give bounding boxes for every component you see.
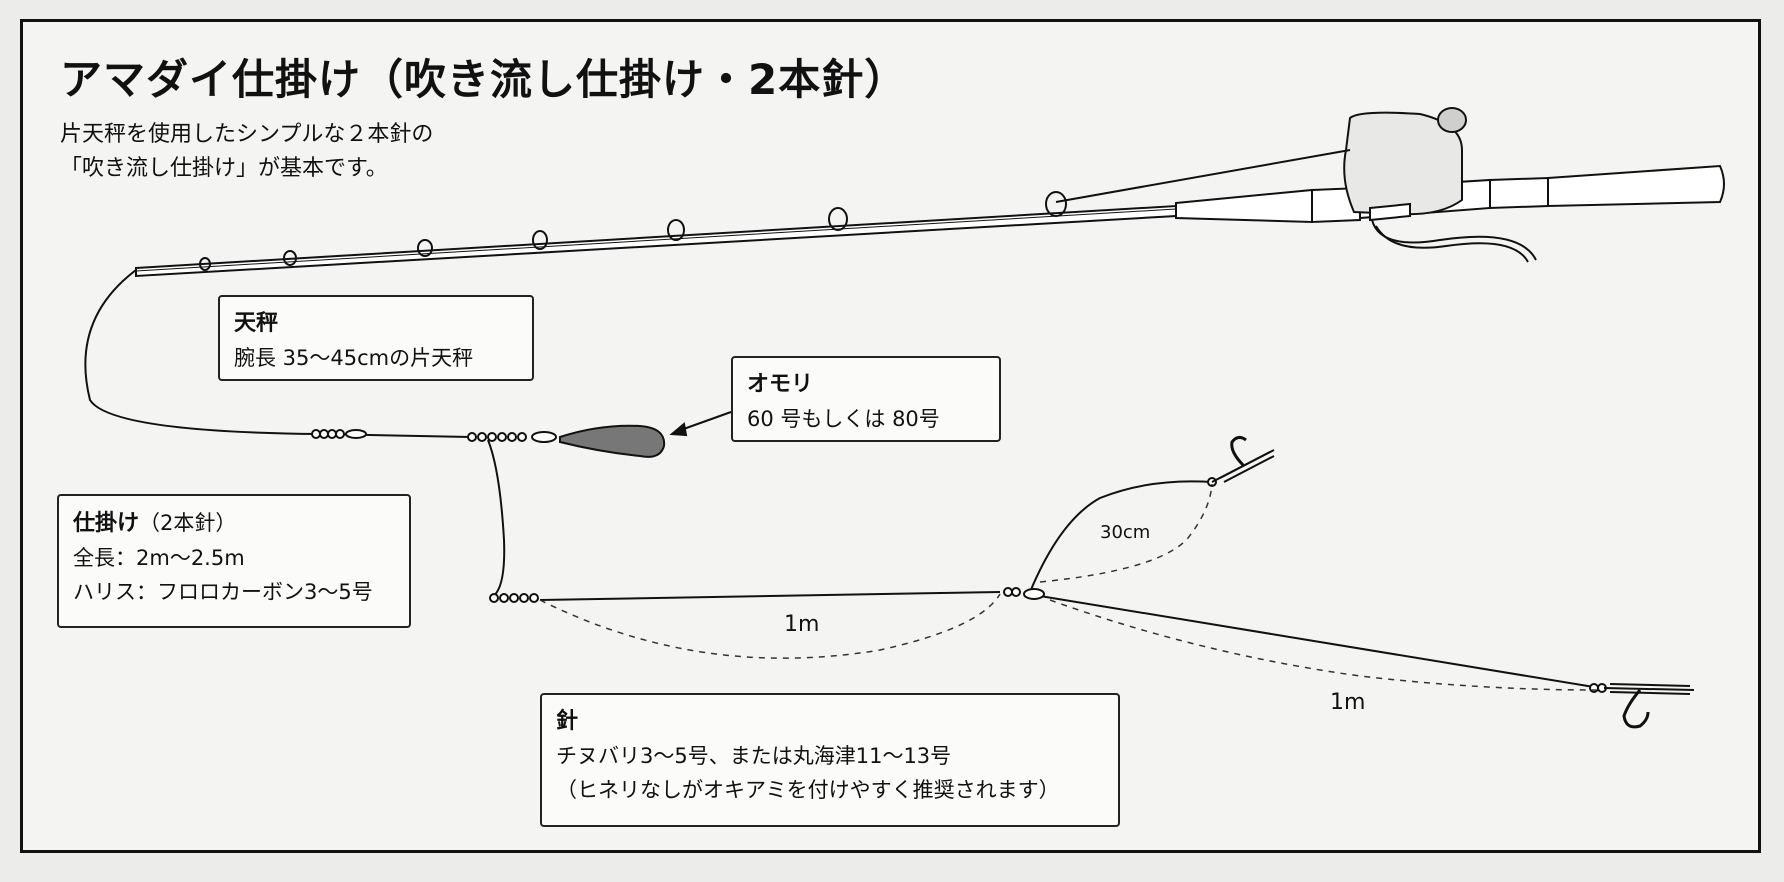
main-length-label: 1m bbox=[784, 612, 820, 637]
tenbin-heading: 天秤 bbox=[234, 311, 279, 336]
omori-arrow bbox=[669, 411, 732, 437]
branch-length-label: 30cm bbox=[1100, 522, 1151, 543]
subtitle-line: 「吹き流し仕掛け」が基本です。 bbox=[60, 156, 388, 181]
hari-label-box: 針 チヌバリ3～5号、または丸海津11～13号 （ヒネリなしがオキアミを付けやす… bbox=[540, 693, 1120, 827]
hari-spec: チヌバリ3～5号、または丸海津11～13号 bbox=[556, 744, 952, 768]
page-title: アマダイ仕掛け（吹き流し仕掛け・2本針） bbox=[60, 55, 908, 104]
swivel bbox=[311, 429, 1607, 693]
tenbin-label-box: 天秤 腕長 35～45cmの片天秤 bbox=[218, 295, 534, 381]
tenbin-spec: 腕長 35～45cmの片天秤 bbox=[234, 346, 474, 370]
subtitle-line: 片天秤を使用したシンプルな２本針の bbox=[60, 122, 434, 147]
shikake-total-length: 全長：2m～2.5m bbox=[73, 546, 245, 570]
shikake-harisu: ハリス：フロロカーボン3～5号 bbox=[73, 580, 373, 604]
omori-label-box: オモリ 60 号もしくは 80号 bbox=[731, 356, 1001, 442]
shikake-heading-sub: （2本針） bbox=[139, 511, 237, 535]
hook-icon bbox=[1211, 435, 1695, 729]
shikake-heading: 仕掛け bbox=[73, 511, 140, 536]
omori-heading: オモリ bbox=[747, 372, 814, 397]
reel-icon bbox=[1343, 107, 1537, 263]
sinker bbox=[559, 424, 666, 458]
omori-spec: 60 号もしくは 80号 bbox=[747, 407, 940, 431]
fishing-line bbox=[84, 149, 1601, 689]
hari-note: （ヒネリなしがオキアミを付けやすく推奨されます） bbox=[556, 778, 1060, 802]
dimension-lines bbox=[539, 483, 1597, 691]
shikake-label-box: 仕掛け（2本針） 全長：2m～2.5m ハリス：フロロカーボン3～5号 bbox=[57, 494, 411, 628]
subtitle: 片天秤を使用したシンプルな２本針の 「吹き流し仕掛け」が基本です。 bbox=[60, 118, 433, 186]
lower-length-label: 1m bbox=[1330, 690, 1366, 715]
hari-heading: 針 bbox=[556, 709, 579, 734]
